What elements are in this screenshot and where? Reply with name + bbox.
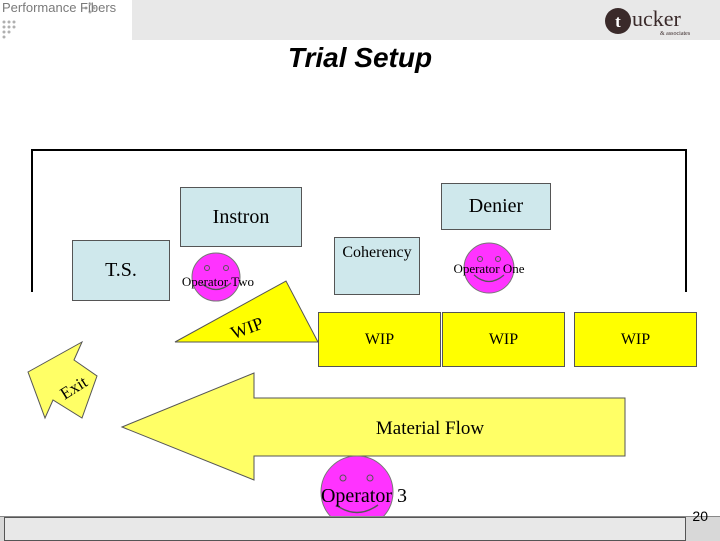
instron-label: Instron xyxy=(212,205,270,228)
exit-arrow xyxy=(27,340,98,420)
operator-one-label: Operator One xyxy=(453,261,524,276)
slide-title: Trial Setup xyxy=(287,42,433,73)
wip-1-label: WIP xyxy=(364,330,395,348)
wip-3-label: WIP xyxy=(620,330,651,348)
wip-box-3: WIP xyxy=(574,312,697,367)
operator-two xyxy=(191,252,241,302)
wip-box-1: WIP xyxy=(318,312,441,367)
coherency-station: Coherency xyxy=(334,237,420,295)
tucker-logo-sub: & associates xyxy=(660,31,691,37)
performance-fibers-logo: Performance Fibers xyxy=(0,0,132,40)
page-number: 20 xyxy=(692,508,708,524)
wip-box-2: WIP xyxy=(442,312,565,367)
denier-label: Denier xyxy=(468,195,524,217)
material-flow-label: Material Flow xyxy=(376,418,484,439)
operator-two-label: Operator Two xyxy=(182,274,254,289)
operator-one xyxy=(463,242,515,294)
instron-station: Instron xyxy=(180,187,302,247)
operator-three xyxy=(320,455,394,529)
coherency-label: Coherency xyxy=(342,244,412,261)
operator-three-label: Operator 3 xyxy=(321,485,407,507)
ts-station: T.S. xyxy=(72,240,170,301)
ts-label: T.S. xyxy=(105,259,137,281)
material-flow-arrow xyxy=(120,372,626,481)
room-outline xyxy=(31,149,687,292)
logo-dots-icon xyxy=(2,2,96,39)
tucker-logo: t ucker & associates xyxy=(598,4,708,38)
denier-station: Denier xyxy=(441,183,551,230)
wip-2-label: WIP xyxy=(488,330,519,348)
left-logo-text: Performance Fibers xyxy=(2,0,117,15)
wip-tilted-shape xyxy=(174,280,319,343)
tucker-logo-mark: t ucker & associates xyxy=(605,6,691,37)
tucker-logo-letter: t xyxy=(615,12,621,31)
tucker-logo-word: ucker xyxy=(632,6,682,31)
footer-box xyxy=(4,517,686,541)
